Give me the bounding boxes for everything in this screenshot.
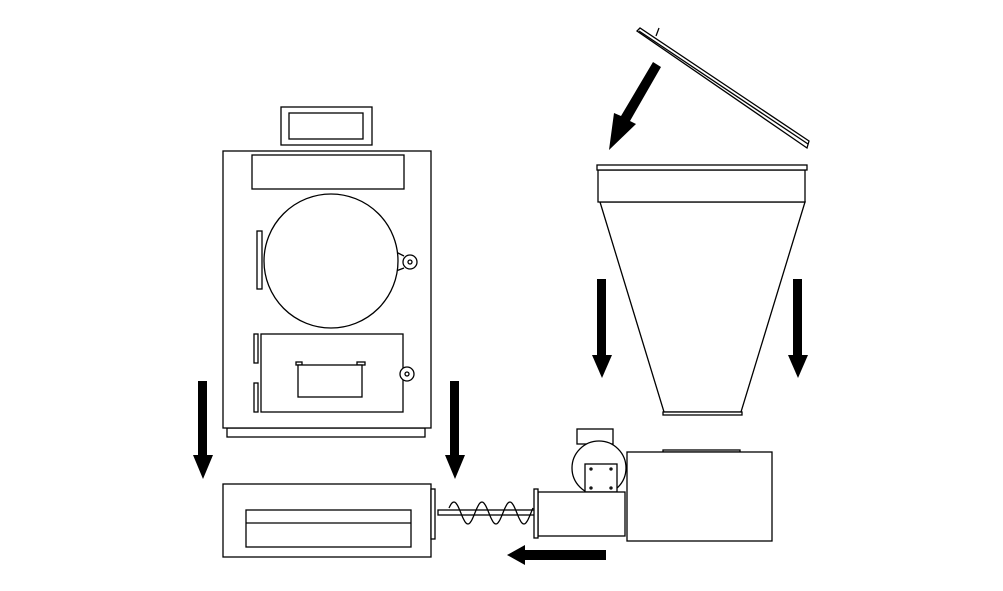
boiler-base [226,427,426,438]
hopper-outlet-rim [662,411,743,416]
hopper-lid [635,27,810,150]
lower-door-knob-center [404,371,410,377]
lid-panel [635,27,810,150]
ash-box-flange [430,488,436,540]
boiler [222,106,432,438]
screw-shaft [437,509,536,516]
screw-spiral [448,501,534,525]
hopper-top-rim [596,164,808,171]
arrow-diagonal-into-hopper [609,62,661,150]
arrow-left-feed [507,545,606,565]
ash-box [222,483,436,558]
boiler-control-display [288,112,364,140]
lower-door-knob [399,366,415,382]
upper-door-knob-center [407,259,413,265]
lower-door-window [297,364,363,398]
feed-screw [437,501,536,525]
fuel-hopper [596,27,810,416]
lower-door-hinge-bottom [253,382,259,413]
flow-arrows [193,62,808,565]
lid-inner-line [638,30,809,145]
auger-unit [533,428,773,542]
upper-door-hinge [256,230,263,290]
arrow-down-boiler-left [193,381,213,479]
ash-box-drawer [245,509,412,548]
upper-round-door [263,193,399,329]
upper-door-knob [402,254,418,270]
auger-tube [537,491,626,537]
arrow-down-hopper-right [788,279,808,378]
gearbox-housing [626,451,773,542]
lid-handle [655,27,660,37]
auger-tube-flange [533,488,539,539]
arrow-down-hopper-left [592,279,612,378]
mount-bolts [589,467,613,490]
arrow-down-boiler-right [445,381,465,479]
boiler-top-panel [251,154,405,190]
lower-door-hinge-top [253,333,259,364]
hopper-cone [599,201,806,413]
hopper-upper-band [597,169,806,203]
